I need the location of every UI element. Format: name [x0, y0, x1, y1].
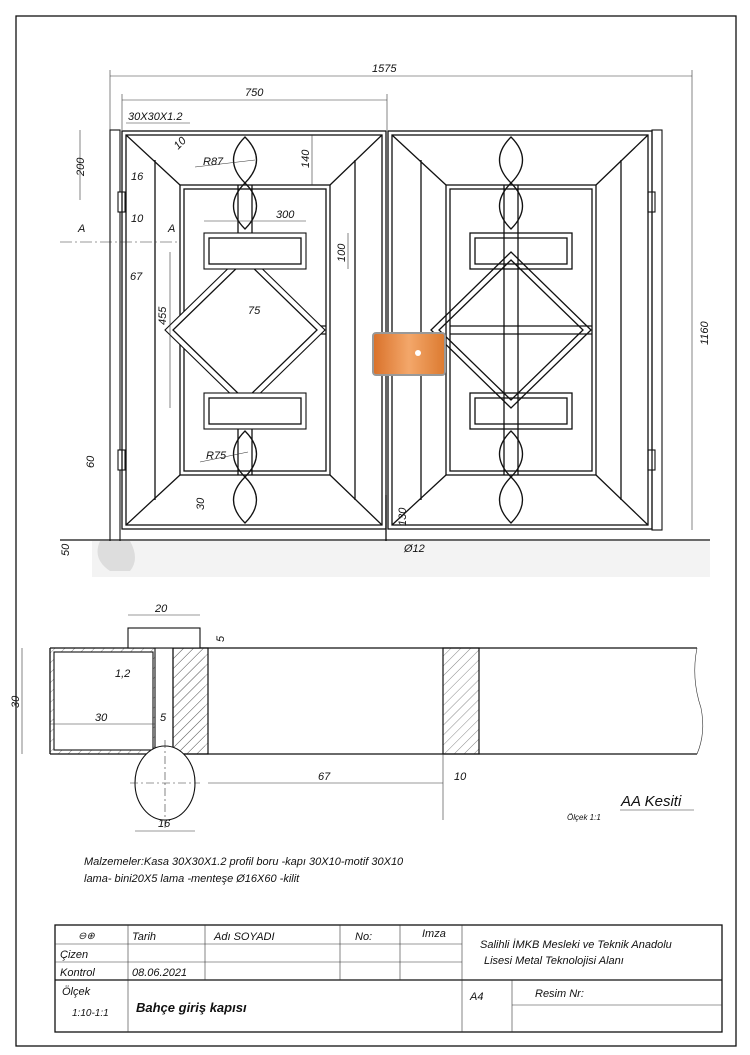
- profile-label: 30X30X1.2: [128, 111, 182, 123]
- imza-label: Imza: [422, 928, 446, 940]
- dim-16: 16: [131, 171, 144, 183]
- dim-overall-width: 1575: [372, 63, 397, 75]
- adi-soyadi-label: Adı SOYADI: [213, 931, 275, 943]
- title-block: ⊖⊕ Tarih Adı SOYADI No: Imza Çizen Kontr…: [54, 924, 723, 1033]
- drawing-title: Bahçe giriş kapısı: [136, 1000, 247, 1015]
- olcek-label: Ölçek: [62, 986, 91, 998]
- dim-20: 20: [154, 603, 168, 615]
- dim-300: 300: [276, 209, 295, 221]
- gate-elevation: 1575 750 30X30X1.2: [60, 63, 711, 577]
- hinge-plate: [154, 647, 174, 755]
- dim-dia12: Ø12: [403, 543, 425, 555]
- dim-10-diag: 10: [172, 134, 190, 152]
- dim-5: 5: [160, 712, 167, 724]
- right-leaf: [387, 130, 653, 530]
- motif-bar-section: [442, 647, 480, 755]
- section-mark-a-right: A: [167, 223, 175, 235]
- kontrol-date: 08.06.2021: [132, 967, 187, 979]
- tarih-label: Tarih: [132, 931, 156, 943]
- dim-5-top: 5: [215, 635, 227, 642]
- dim-1160: 1160: [699, 320, 711, 345]
- dim-75: 75: [248, 305, 261, 317]
- kontrol-label: Kontrol: [60, 967, 95, 979]
- dim-r87: R87: [203, 156, 224, 168]
- dim-30-height: 30: [10, 695, 22, 708]
- dim-100: 100: [336, 243, 348, 262]
- no-label: No:: [355, 931, 372, 943]
- dim-10-section: 10: [454, 771, 467, 783]
- cizen-label: Çizen: [60, 949, 88, 961]
- sheet-border: [15, 15, 737, 1047]
- door-bar-section: [172, 647, 209, 755]
- stop-plate: [127, 627, 201, 649]
- left-leaf: [121, 130, 387, 530]
- dim-140: 140: [300, 149, 312, 168]
- dim-67: 67: [130, 271, 143, 283]
- dim-1-2: 1,2: [115, 668, 130, 680]
- lock: [372, 332, 446, 376]
- dim-10: 10: [131, 213, 144, 225]
- dim-60: 60: [85, 455, 97, 468]
- dim-50: 50: [60, 543, 72, 556]
- school-line-2: Lisesi Metal Teknolojisi Alanı: [484, 955, 624, 967]
- dim-30-width: 30: [95, 712, 108, 724]
- olcek-value: 1:10-1:1: [72, 1008, 109, 1019]
- dim-200: 200: [75, 157, 87, 177]
- section-aa: 20 5 30 1,2 30 5 67 10 16 AA Kesiti Ölçe…: [10, 603, 704, 832]
- section-mark-a-left: A: [77, 223, 85, 235]
- materials-line-1: Malzemeler:Kasa 30X30X1.2 profil boru -k…: [84, 856, 404, 868]
- dim-30: 30: [195, 497, 207, 510]
- school-line-1: Salihli İMKB Mesleki ve Teknik Anadolu: [480, 939, 672, 951]
- resim-nr-label: Resim Nr:: [535, 988, 584, 1000]
- ground-gravel: [92, 541, 710, 577]
- section-scale: Ölçek 1:1: [567, 813, 601, 822]
- materials-line-2: lama- bini20X5 lama -menteşe Ø16X60 -kil…: [84, 873, 300, 885]
- dim-16-section: 16: [158, 818, 171, 830]
- dim-leaf-width: 750: [245, 87, 264, 99]
- keyhole-icon: [415, 350, 421, 356]
- projection-symbol-icon: ⊖⊕: [78, 931, 95, 942]
- section-title: AA Kesiti: [620, 793, 682, 810]
- dim-455: 455: [157, 306, 169, 325]
- dim-r75: R75: [206, 450, 227, 462]
- profile-tube: [53, 651, 154, 751]
- paper-size: A4: [469, 991, 483, 1003]
- dim-67-section: 67: [318, 771, 331, 783]
- dim-130: 130: [397, 507, 409, 526]
